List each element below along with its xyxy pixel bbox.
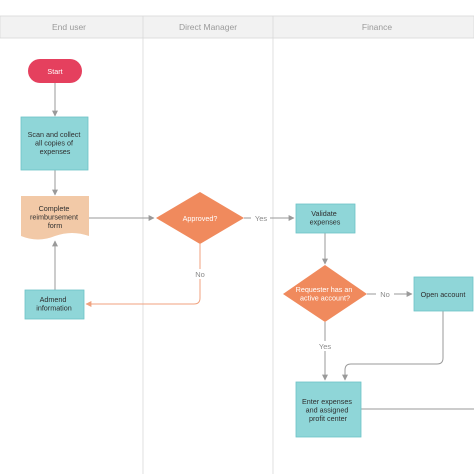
- lane-title-direct-manager: Direct Manager: [179, 22, 237, 32]
- edge-label-approved-no: No: [195, 270, 205, 279]
- edge-label-approved-yes: Yes: [255, 214, 267, 223]
- process-enter-expenses[interactable]: [295, 381, 362, 438]
- edge-approved-to-admend: [85, 244, 201, 307]
- process-scan-collect-label: Scan and collect all copies of expenses: [28, 130, 83, 156]
- lane-header-band: [0, 15, 474, 39]
- edge-label-backing: [315, 341, 335, 351]
- decision-active-account-label: Requester has an active account?: [296, 285, 355, 303]
- process-validate-expenses[interactable]: [295, 203, 356, 234]
- edge-label-backing: [191, 269, 209, 279]
- process-enter-expenses-label: Enter expenses and assigned profit cente…: [302, 397, 354, 423]
- lane-title-finance: Finance: [362, 22, 393, 32]
- lane-title-end-user: End user: [52, 22, 86, 32]
- edge-open-account-to-enter: [342, 311, 444, 381]
- process-validate-expenses-label: Validate expenses: [310, 209, 341, 227]
- edge-label-requester-yes: Yes: [319, 342, 331, 351]
- document-reimbursement-form[interactable]: [21, 196, 89, 240]
- start-node[interactable]: [28, 59, 82, 83]
- process-scan-collect[interactable]: [20, 116, 89, 171]
- process-admend-information[interactable]: [24, 289, 85, 320]
- decision-approved-label: Approved?: [183, 214, 218, 223]
- start-node-label: Start: [47, 67, 62, 76]
- process-admend-information-label: Admend information: [36, 295, 72, 313]
- document-reimbursement-form-label: Complete reimbursement form: [30, 204, 80, 230]
- process-open-account[interactable]: [413, 276, 474, 312]
- process-open-account-label: Open account: [421, 290, 466, 299]
- edge-label-backing: [376, 289, 394, 299]
- decision-active-account[interactable]: [283, 265, 367, 322]
- edge-label-requester-no: No: [380, 290, 390, 299]
- edge-label-backing: [251, 213, 270, 223]
- decision-approved[interactable]: [156, 192, 244, 244]
